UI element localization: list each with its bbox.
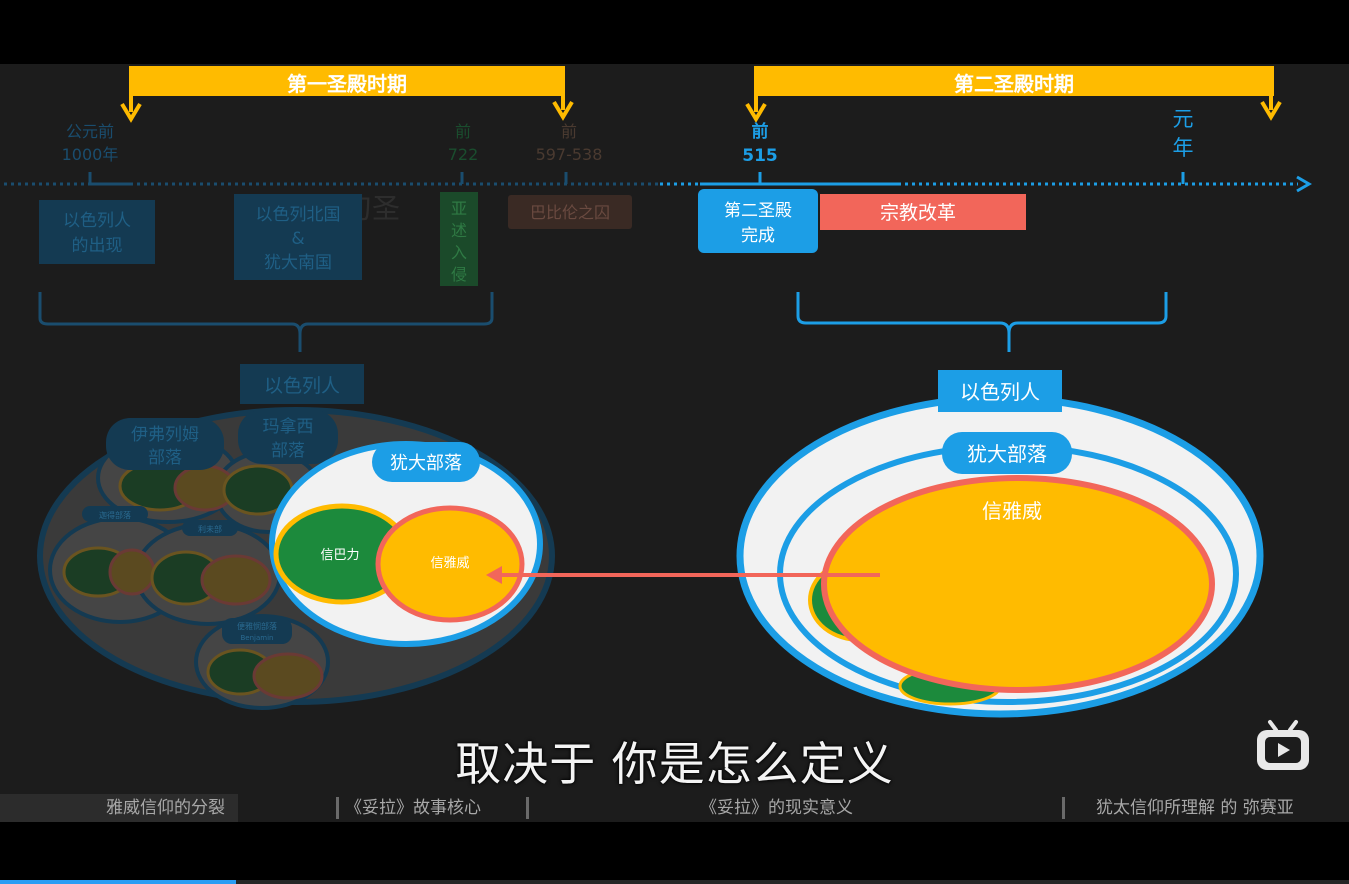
svg-text:侵: 侵 [451, 265, 467, 284]
svg-text:巴比伦之囚: 巴比伦之囚 [530, 203, 610, 222]
svg-text:亚: 亚 [451, 199, 467, 218]
svg-text:部落: 部落 [271, 441, 305, 461]
ephraim-label: 伊弗列姆 [131, 425, 199, 445]
timeline-axis [4, 172, 1312, 193]
second-temple-bracket: 第二圣殿时期 [745, 66, 1282, 123]
date-label-597bc: 前 597-538 [536, 122, 603, 164]
right-judah-title: 犹大部落 [967, 442, 1047, 466]
chapter-marker-3[interactable]: 《妥拉》的现实意义 [700, 798, 853, 818]
left-curly-brace [38, 292, 494, 352]
right-yahweh-ellipse [821, 475, 1215, 693]
svg-text:完成: 完成 [741, 226, 775, 246]
svg-text:述: 述 [451, 221, 467, 240]
right-curly-brace [796, 292, 1168, 352]
chapter-divider [336, 797, 339, 819]
event-religious-reform: 宗教改革 [820, 194, 1026, 230]
date-label-1000bc: 公元前 1000年 [62, 122, 119, 164]
svg-text:利未部: 利未部 [198, 524, 222, 534]
svg-text:年: 年 [1173, 136, 1194, 160]
video-subtitle: 取决于 你是怎么定义 [455, 737, 894, 791]
svg-text:1000年: 1000年 [62, 145, 119, 164]
svg-text:部落: 部落 [148, 448, 182, 468]
video-progress-bar[interactable] [0, 880, 1349, 884]
svg-text:Benjamin: Benjamin [241, 634, 274, 642]
left-israel-title: 以色列人 [264, 375, 340, 397]
shebaal-label: 信巴力 [320, 548, 359, 563]
svg-text:便雅悯部落: 便雅悯部落 [237, 621, 277, 631]
date-label-year-zero: 元 年 [1173, 107, 1194, 160]
svg-text:元: 元 [1173, 107, 1194, 131]
chapter-bar: 雅威信仰的分裂 《妥拉》故事核心 《妥拉》的现实意义 犹太信仰所理解 的 弥赛亚 [0, 794, 1349, 822]
event-israel-emerges: 以色列人 的出现 [39, 200, 155, 264]
svg-text:犹大南国: 犹大南国 [264, 253, 332, 273]
svg-text:597-538: 597-538 [536, 145, 603, 164]
event-second-temple-completed: 第二圣殿 完成 [698, 189, 818, 253]
chapter-divider [526, 797, 529, 819]
svg-text:前: 前 [752, 121, 769, 142]
video-progress-fill [0, 880, 237, 884]
event-babylon-captivity: 巴比伦之囚 [508, 195, 632, 229]
svg-text:以色列人: 以色列人 [63, 211, 131, 231]
event-assyria-invasion: 亚 述 入 侵 [440, 192, 478, 286]
first-temple-bracket: 第一圣殿时期 [120, 66, 574, 123]
right-israel-title: 以色列人 [960, 380, 1040, 404]
manasseh-label: 玛拿西 [263, 416, 314, 437]
svg-text:宗教改革: 宗教改革 [880, 202, 956, 224]
svg-text:前: 前 [455, 122, 471, 141]
left-israel-diagram: 以色列人 伊弗列姆 部落 玛拿西 部落 迦得部落 利未部 便雅悯部落 Benja… [37, 364, 555, 710]
chapter-marker-4[interactable]: 犹太信仰所理解 的 弥赛亚 [1096, 798, 1294, 818]
bilibili-logo-icon[interactable] [1254, 718, 1312, 772]
date-label-722bc: 前 722 [448, 122, 479, 164]
svg-text:722: 722 [448, 145, 479, 164]
first-temple-label: 第一圣殿时期 [287, 72, 407, 96]
left-yahweh-ellipse [375, 505, 525, 623]
svg-text:入: 入 [451, 243, 467, 262]
left-yahweh-label: 信雅威 [430, 556, 469, 571]
right-yahweh-label: 信雅威 [982, 499, 1042, 523]
chapter-marker-1[interactable]: 雅威信仰的分裂 [106, 798, 225, 818]
svg-text:迦得部落: 迦得部落 [99, 510, 131, 520]
svg-text:第二圣殿: 第二圣殿 [724, 201, 792, 221]
second-temple-label: 第二圣殿时期 [954, 72, 1074, 96]
left-judah-title: 犹大部落 [390, 453, 462, 474]
svg-text:的出现: 的出现 [72, 236, 123, 256]
svg-text:以色列北国: 以色列北国 [256, 205, 341, 225]
date-label-515bc: 前 515 [742, 121, 778, 166]
event-north-south-kingdoms: 以色列北国 & 犹大南国 [234, 194, 362, 280]
svg-text:前: 前 [561, 122, 577, 141]
svg-text:公元前: 公元前 [66, 122, 114, 141]
svg-text:515: 515 [742, 146, 778, 166]
right-israel-diagram: 以色列人 犹大部落 信雅威 [736, 370, 1264, 718]
svg-text:&: & [291, 229, 304, 249]
chapter-divider [1062, 797, 1065, 819]
transition-arrow [486, 566, 880, 584]
chapter-marker-2[interactable]: 《妥拉》故事核心 [345, 798, 481, 818]
